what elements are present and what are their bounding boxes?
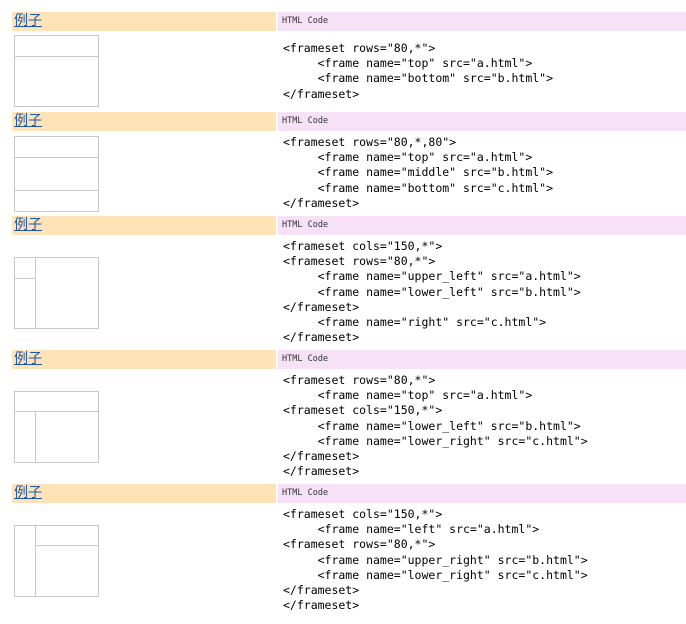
code-block: <frameset cols="150,*"> <frame name="lef… [283,507,588,613]
outer-frame [14,136,99,212]
outer-frame [14,257,99,329]
code-block: <frameset rows="80,*,80"> <frame name="t… [283,135,554,210]
frameset-diagram-svg [14,525,99,597]
example-header: 例子 [12,216,276,235]
example-header: 例子 [12,12,276,31]
code-header: HTML Code [278,112,686,131]
example-link[interactable]: 例子 [14,351,42,367]
example-link[interactable]: 例子 [14,217,42,233]
example-header: 例子 [12,350,276,369]
code-block: <frameset rows="80,*"> <frame name="top"… [283,41,554,101]
example-link[interactable]: 例子 [14,485,42,501]
frameset-diagram-svg [14,257,99,329]
code-header-label: HTML Code [282,220,329,230]
example-link[interactable]: 例子 [14,113,42,129]
frameset-diagram [14,136,100,213]
code-header: HTML Code [278,216,686,235]
outer-frame [14,525,99,597]
frameset-diagram-svg [14,136,99,212]
code-header: HTML Code [278,12,686,31]
code-header: HTML Code [278,484,686,503]
code-header-label: HTML Code [282,116,329,126]
frameset-diagram [14,257,100,330]
frameset-diagram [14,391,100,464]
code-header-label: HTML Code [282,354,329,364]
code-header: HTML Code [278,350,686,369]
frameset-diagram-svg [14,35,99,107]
frameset-diagram-svg [14,391,99,463]
outer-frame [14,35,99,107]
example-link[interactable]: 例子 [14,13,42,29]
example-header: 例子 [12,484,276,503]
code-block: <frameset rows="80,*"> <frame name="top"… [283,373,588,479]
code-header-label: HTML Code [282,488,329,498]
frameset-diagram [14,35,100,108]
frameset-diagram [14,525,100,598]
code-header-label: HTML Code [282,16,329,26]
outer-frame [14,391,99,463]
code-block: <frameset cols="150,*"> <frameset rows="… [283,239,581,345]
example-header: 例子 [12,112,276,131]
